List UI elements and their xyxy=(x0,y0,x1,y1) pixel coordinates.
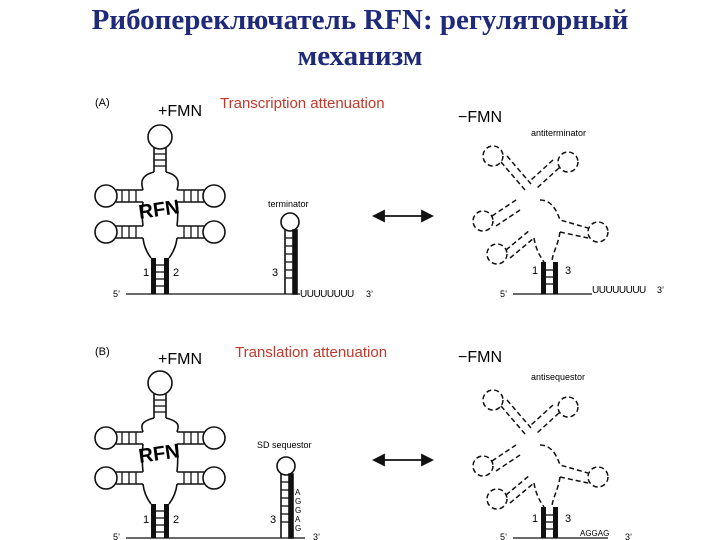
panel-b-minus-fmn: −FMN xyxy=(458,349,502,366)
panel-a-antiterminator-label: antiterminator xyxy=(531,128,586,138)
sd-letter: G xyxy=(295,506,301,515)
panel-a: (A) +FMN Transcription attenuation −FMN xyxy=(94,95,664,300)
panel-b: (B) +FMN Translation attenuation −FMN xyxy=(94,344,632,540)
panel-b-right-3prime: 3’ xyxy=(625,532,632,540)
panel-b-right-num3: 3 xyxy=(565,513,571,525)
sd-letter: A xyxy=(295,515,301,524)
panel-b-rfn-aptamer xyxy=(94,370,226,505)
sd-letter: A xyxy=(295,488,301,497)
panel-b-right-5prime: 5’ xyxy=(500,532,507,540)
panel-a-aptamer-rungs xyxy=(121,153,199,238)
panel-b-antisequestor-label: antisequestor xyxy=(531,372,585,382)
slide-title-line2: механизм xyxy=(297,40,423,72)
panel-b-num2: 2 xyxy=(173,514,179,526)
panel-b-num3: 3 xyxy=(270,514,276,526)
panel-a-label: (A) xyxy=(95,97,110,109)
panel-b-sd-rungs xyxy=(281,481,289,523)
panel-a-num2: 2 xyxy=(173,267,179,279)
panel-a-plus-fmn: +FMN xyxy=(158,103,202,120)
panel-b-mechanism: Translation attenuation xyxy=(235,344,387,361)
panel-b-aptamer-rungs xyxy=(121,399,199,484)
panel-a-equilibrium-arrow xyxy=(371,209,435,223)
panel-a-5prime: 5’ xyxy=(113,289,120,299)
panel-a-rfn-aptamer xyxy=(94,124,226,259)
panel-a-p1-helix xyxy=(151,258,169,294)
panel-b-antisequestor-structure xyxy=(472,389,609,510)
slide-title: Рибопереключатель RFN: регуляторный меха… xyxy=(0,2,720,74)
panel-b-right-seq: AGGAG xyxy=(580,529,609,538)
panel-b-3prime: 3’ xyxy=(313,532,320,540)
sd-letter: G xyxy=(295,524,301,533)
panel-b-equilibrium-arrow xyxy=(371,453,435,467)
panel-a-num1: 1 xyxy=(143,267,149,279)
slide-title-line1: Рибопереключатель RFN: регуляторный xyxy=(91,4,629,36)
sd-letter: G xyxy=(295,497,301,506)
panel-b-antiseq-p1 xyxy=(541,507,558,538)
panel-a-right-num1: 1 xyxy=(532,265,538,277)
panel-b-sd-letters: A G G A G xyxy=(295,488,301,533)
panel-a-tail: UUUUUUUU xyxy=(300,289,354,300)
panel-a-right-5prime: 5’ xyxy=(500,289,507,299)
panel-a-minus-fmn: −FMN xyxy=(458,109,502,126)
panel-a-rfn-label: RFN xyxy=(137,196,181,224)
panel-b-plus-fmn: +FMN xyxy=(158,351,202,368)
panel-a-mechanism: Transcription attenuation xyxy=(220,95,385,112)
panel-b-p1-helix xyxy=(151,504,169,538)
panel-a-right-tail: UUUUUUUU xyxy=(592,285,646,296)
panel-b-right-num1: 1 xyxy=(532,513,538,525)
panel-b-num1: 1 xyxy=(143,514,149,526)
panel-a-3prime: 3’ xyxy=(366,289,373,299)
panel-b-label: (B) xyxy=(95,346,110,358)
panel-a-right-num3: 3 xyxy=(565,265,571,277)
panel-a-antiterminator-structure xyxy=(472,145,609,265)
panel-b-sd-label: SD sequestor xyxy=(257,440,312,450)
panel-a-terminator-rungs xyxy=(285,237,293,279)
panel-b-rfn-label: RFN xyxy=(137,440,181,468)
panel-a-right-3prime: 3’ xyxy=(657,285,664,295)
panel-a-num3: 3 xyxy=(272,267,278,279)
panel-a-antiterm-p1 xyxy=(541,262,558,294)
panel-b-5prime: 5’ xyxy=(113,532,120,540)
panel-a-terminator-label: terminator xyxy=(268,199,309,209)
